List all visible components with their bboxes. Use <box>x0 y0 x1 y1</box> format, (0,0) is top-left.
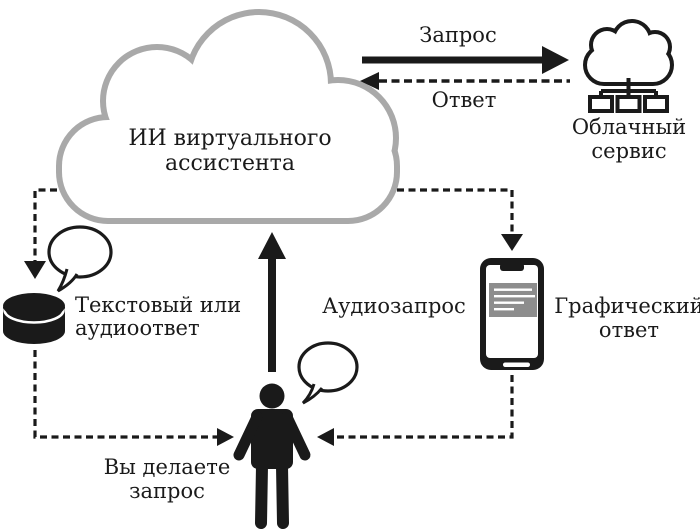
audio-request-arrow <box>258 232 286 372</box>
speech-bubble-response-icon <box>47 225 113 293</box>
text-or-audio-response-label: Текстовый или аудиоответ <box>75 293 242 340</box>
cloud-service-label: Облачный сервис <box>571 115 687 163</box>
smartphone-screen-content <box>489 283 537 317</box>
you-make-request-label: Вы делаете запрос <box>103 455 231 503</box>
graphic-response-label: Графический ответ <box>554 294 700 342</box>
connector-cloud-to-phone <box>397 188 523 251</box>
response-label: Ответ <box>431 88 497 112</box>
assistant-cloud-icon <box>56 9 400 224</box>
request-label: Запрос <box>419 23 497 47</box>
audio-request-label: Аудиозапрос <box>322 294 466 318</box>
cloud-service-icon <box>583 19 674 113</box>
assistant-label: ИИ виртуального ассистента <box>128 126 332 176</box>
connector-phone-to-person <box>317 375 514 446</box>
request-arrow <box>362 46 569 74</box>
connector-cloud-to-database <box>24 188 57 279</box>
database-icon <box>3 293 65 344</box>
smartphone-icon <box>480 258 544 370</box>
connector-database-to-person <box>33 350 234 446</box>
response-arrow <box>360 72 570 90</box>
speech-bubble-request-icon <box>297 341 359 405</box>
person-icon <box>233 383 311 529</box>
